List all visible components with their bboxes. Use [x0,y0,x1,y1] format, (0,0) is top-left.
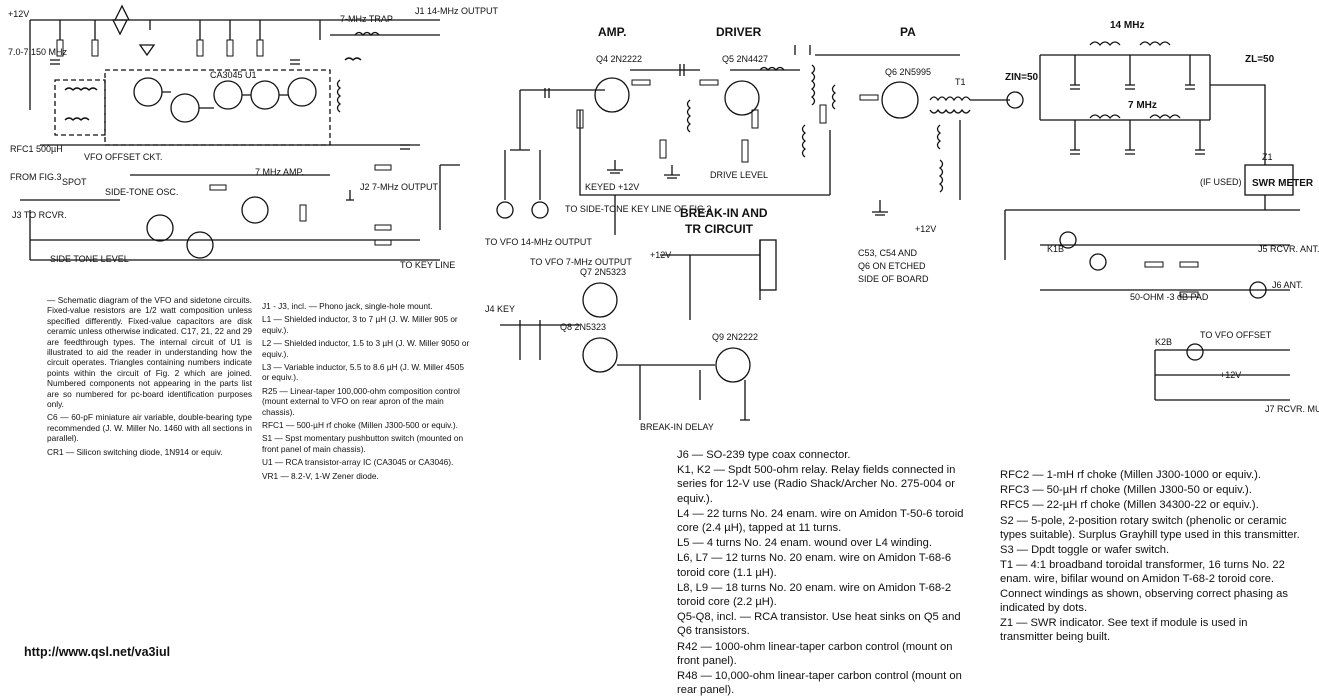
parts-item: R48 — 10,000-ohm linear-taper carbon con… [677,670,962,697]
parts-item: RFC3 — 50-µH rf choke (Millen J300-50 or… [1000,484,1252,497]
q7-transistor [582,282,618,318]
driver-heading: DRIVER [716,25,762,39]
parts-item: L5 — 4 turns No. 24 enam. wound over L4 … [677,537,932,550]
parts-item: S1 — Spst momentary pushbutton switch (m… [262,433,464,454]
parts-item: S2 — 5-pole, 2-position rotary switch (p… [1000,514,1300,541]
tr-heading: TR CIRCUIT [685,222,754,236]
amp-heading: AMP. [598,25,626,39]
k2b-label: K2B [1155,337,1172,347]
transmitter-schematic: AMP. DRIVER PA 14 MHz 7 MHz ZL=50 ZIN=50… [485,20,1319,432]
freq-range-label: 7.0-7.150 MHz [8,47,68,57]
parts-item: J6 — SO-239 type coax connector. [677,449,851,461]
z1-label: Z1 [1262,152,1273,162]
mhz7-label: 7 MHz [1128,100,1157,111]
schematic-canvas: +12V 7.0-7.150 MHz VFO OFFSET CKT. SIDE-… [8,4,1319,432]
q6-transistor [881,81,919,119]
swr-label: SWR METER [1252,178,1314,189]
sidetone-osc-label: SIDE-TONE OSC. [105,187,178,197]
plus12-breakin-label: +12V [650,250,671,260]
q8-label: Q8 2N5323 [560,322,606,332]
parts-item: RFC1 — 500-µH rf choke (Millen J300-500 … [262,420,458,431]
q6-label: Q6 2N5995 [885,67,931,77]
breakin-heading: BREAK-IN AND [680,206,768,220]
q5-label: Q5 2N4427 [722,54,768,64]
j3-label: J3 TO RCVR. [12,210,67,220]
j7-label: J7 RCVR. MUTE [1265,404,1319,414]
transmitter-parts-list-1: J6 — SO-239 type coax connector. K1, K2 … [677,448,977,698]
vfo-offset-label: VFO OFFSET CKT. [84,152,162,162]
q5-transistor [724,80,760,116]
pad-label: 50-OHM -3 dB PAD [1130,292,1209,302]
to-sidetone-label: TO SIDE-TONE KEY LINE OF FIG.2 [565,204,712,214]
to-vfo-offset-label: TO VFO OFFSET [1200,330,1272,340]
to-key-label: TO KEY LINE [400,260,455,270]
j4-label: J4 KEY [485,304,515,314]
mhz14-label: 14 MHz [1110,20,1144,31]
j6-label: J6 ANT. [1272,280,1303,290]
zin-label: ZIN=50 [1005,72,1039,83]
parts-item: K1, K2 — Spdt 500-ohm relay. Relay field… [677,464,956,505]
parts-c6: C6 — 60-pF miniature air variable, doubl… [47,412,252,444]
parts-item: L8, L9 — 18 turns No. 20 enam. wire on A… [677,581,952,609]
plus12-right-label: +12V [1220,370,1241,380]
parts-item: S3 — Dpdt toggle or wafer switch. [1000,544,1170,557]
parts-item: L3 — Variable inductor, 5.5 to 8.6 µH (J… [262,362,465,383]
q4-label: Q4 2N2222 [596,54,642,64]
j1-label: J1 14-MHz OUTPUT [415,6,499,16]
parts-item: L1 — Shielded inductor, 3 to 7 µH (J. W.… [262,314,458,335]
q9-transistor [715,347,751,383]
trap-label: 7-MHz TRAP [340,14,393,24]
pa-heading: PA [900,25,916,39]
transmitter-parts-list-2: RFC2 — 1-mH rf choke (Millen J300-1000 o… [1000,468,1300,645]
swr-meter-box [1244,164,1294,196]
q8-transistor [582,337,618,373]
parts-item: T1 — 4:1 broadband toroidal transformer,… [1000,559,1288,614]
etched-label-2: Q6 ON ETCHED [858,261,926,271]
sidetone-level-label: SIDE TONE LEVEL [50,254,129,264]
amp-7mhz-label: 7 MHz AMP. [255,167,304,177]
rfc1-label: RFC1 500µH [10,144,63,154]
etched-label-3: SIDE OF BOARD [858,274,929,284]
parts-item: Q5-Q8, incl. — RCA transistor. Use heat … [677,611,961,638]
q9-label: Q9 2N2222 [712,332,758,342]
parts-cr1: CR1 — Silicon switching diode, 1N914 or … [47,446,223,457]
fig3-label: FROM FIG.3 [10,172,62,182]
parts-item: R25 — Linear-taper 100,000-ohm compositi… [262,385,460,417]
to-vfo14-label: TO VFO 14-MHz OUTPUT [485,237,592,247]
if-used-label: (IF USED) [1200,177,1242,187]
j2-label: J2 7-MHz OUTPUT [360,182,439,192]
spot-label: SPOT [62,177,87,187]
parts-item: RFC2 — 1-mH rf choke (Millen J300-1000 o… [1000,469,1261,481]
j5-label: J5 RCVR. ANT. [1258,244,1319,254]
q4-transistor [594,77,630,113]
vfo-parts-list: J1 - J3, incl. — Phono jack, single-hole… [262,301,472,484]
parts-item: J1 - J3, incl. — Phono jack, single-hole… [262,301,433,311]
parts-item: L4 — 22 turns No. 24 enam. wire on Amido… [677,507,964,535]
vfo-schematic: +12V 7.0-7.150 MHz VFO OFFSET CKT. SIDE-… [8,4,499,270]
supply-label: +12V [8,9,29,19]
etched-label-1: C53, C54 AND [858,248,918,258]
k1b-label: K1B [1047,244,1064,254]
u1-label: CA3045 U1 [210,70,257,80]
parts-item: U1 — RCA transistor-array IC (CA3045 or … [262,457,454,468]
parts-item: L6, L7 — 12 turns No. 20 enam. wire on A… [677,552,952,579]
parts-item: L2 — Shielded inductor, 1.5 to 3 µH (J. … [262,338,470,359]
parts-item: Z1 — SWR indicator. See text if module i… [1000,617,1248,644]
q7-label: Q7 2N5323 [580,267,626,277]
source-url: http://www.qsl.net/va3iul [24,645,171,659]
t1-label: T1 [955,77,966,87]
keyed-label: KEYED +12V [585,182,639,192]
to-vfo7-label: TO VFO 7-MHz OUTPUT [530,257,632,267]
parts-item: VR1 — 8.2-V, 1-W Zener diode. [262,470,379,481]
breakin-delay-label: BREAK-IN DELAY [640,422,714,432]
parts-item: RFC5 — 22-µH rf choke (Millen 34300-22 o… [1000,499,1259,512]
drive-level-label: DRIVE LEVEL [710,170,768,180]
parts-item: R42 — 1000-ohm linear-taper carbon contr… [677,640,953,667]
vfo-caption: — Schematic diagram of the VFO and sidet… [47,295,252,410]
plus12-pa-label: +12V [915,224,936,234]
vfo-caption-block: — Schematic diagram of the VFO and sidet… [47,295,252,460]
zl-label: ZL=50 [1245,54,1275,65]
